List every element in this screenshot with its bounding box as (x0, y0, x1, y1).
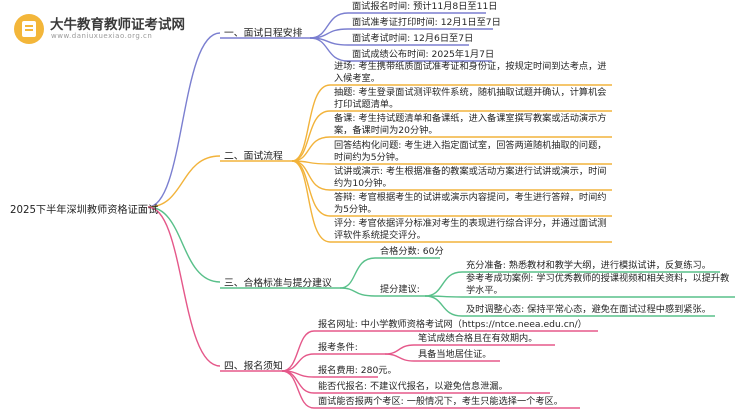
advice-label: 提分建议: (380, 284, 420, 295)
advice-item: 参考考成功案例: 学习优秀教师的授课视频和相关资料，以提升教学水平。 (466, 273, 730, 296)
process-item: 回答结构化问题: 考生进入指定面试室，回答两道随机抽取的问题，时间约为5分钟。 (334, 140, 607, 163)
connector-root-schedule (147, 32, 221, 208)
process-item: 备课: 考生持试题清单和备课纸，进入备课室撰写教案或活动演示方案，备课时间为20… (334, 113, 607, 136)
section-standard-title: 三、合格标准与提分建议 (224, 278, 332, 289)
process-item: 进场: 考生携带纸质面试准考证和身份证，按规定时间到达考点，进入候考室。 (334, 61, 607, 84)
notice-proxy: 能否代报名: 不建议代报名，以避免信息泄漏。 (318, 381, 508, 392)
book-line (25, 29, 33, 31)
connector-root-process (147, 155, 221, 208)
process-item: 评分: 考官依据评分标准对考生的表现进行综合评分，并通过面试测评软件系统提交评分… (334, 218, 607, 241)
schedule-item: 面试准考证打印时间: 12月1日至7日 (352, 17, 501, 28)
section-schedule-title: 一、面试日程安排 (224, 28, 303, 39)
notice-site: 报名网址: 中小学教师资格考试网（https://ntce.neea.edu.c… (318, 319, 587, 330)
connector-process-3 (291, 136, 612, 162)
notice-fee: 报名费用: 280元。 (318, 365, 397, 376)
book-icon (22, 21, 36, 37)
connector-root-notice (147, 206, 221, 367)
book-line (25, 25, 33, 27)
process-item: 答辩: 考官根据考生的试讲或演示内容提问，考生进行答辩，时间约为5分钟。 (334, 192, 607, 215)
connector-standard-advice (339, 287, 425, 297)
connector-standard-score (339, 257, 440, 289)
process-item: 试讲或演示: 考生根据准备的教案或活动方案进行试讲或演示，时间约为10分钟。 (334, 166, 607, 189)
section-notice-title: 四、报名须知 (224, 361, 283, 372)
connector-advice-3 (424, 295, 715, 317)
pass-score: 合格分数: 60分 (380, 246, 444, 257)
brand-url: www.daniuxuexiao.org.cn (51, 32, 153, 40)
schedule-item: 面试考试时间: 12月6日至7日 (352, 33, 474, 44)
brand-name: 大牛教育教师证考试网 (50, 17, 185, 33)
advice-item: 充分准备: 熟悉教材和教学大纲，进行模拟试讲，反复练习。 (466, 260, 711, 271)
section-process-title: 二、面试流程 (224, 151, 283, 162)
connector-process-2 (291, 110, 612, 162)
schedule-item: 面试报名时间: 预计11月8日至11日 (352, 1, 498, 12)
connector-process-1 (291, 84, 612, 162)
connector-cond-2 (384, 353, 500, 362)
advice-item: 及时调整心态: 保持平常心态，避免在面试过程中感到紧张。 (466, 304, 711, 315)
connector-schedule-4 (309, 37, 492, 62)
root-topic: 2025下半年深圳教师资格证面试 (10, 205, 159, 216)
notice-cond-label: 报考条件: (318, 342, 358, 353)
condition-item: 笔试成绩合格且在有效期内。 (418, 333, 538, 344)
process-item: 抽题: 考生登录面试测评软件系统，随机抽取试题并确认，计算机会打印试题清单。 (334, 87, 607, 110)
connector-notice-site (281, 330, 598, 372)
connector-notice-cond (281, 353, 385, 372)
notice-multi: 面试能否报两个考区: 一般情况下，考生只能选择一个考区。 (318, 396, 563, 407)
connector-process-4 (291, 160, 612, 165)
brand-logo (14, 14, 44, 44)
connector-process-5 (291, 160, 612, 191)
condition-item: 具备当地居住证。 (418, 349, 492, 360)
connector-process-7 (291, 160, 612, 243)
connector-advice-1 (424, 271, 720, 297)
connector-root-standard (147, 206, 221, 283)
schedule-item: 面试成绩公布时间: 2025年1月7日 (352, 49, 495, 60)
connector-notice-multi (281, 370, 580, 409)
